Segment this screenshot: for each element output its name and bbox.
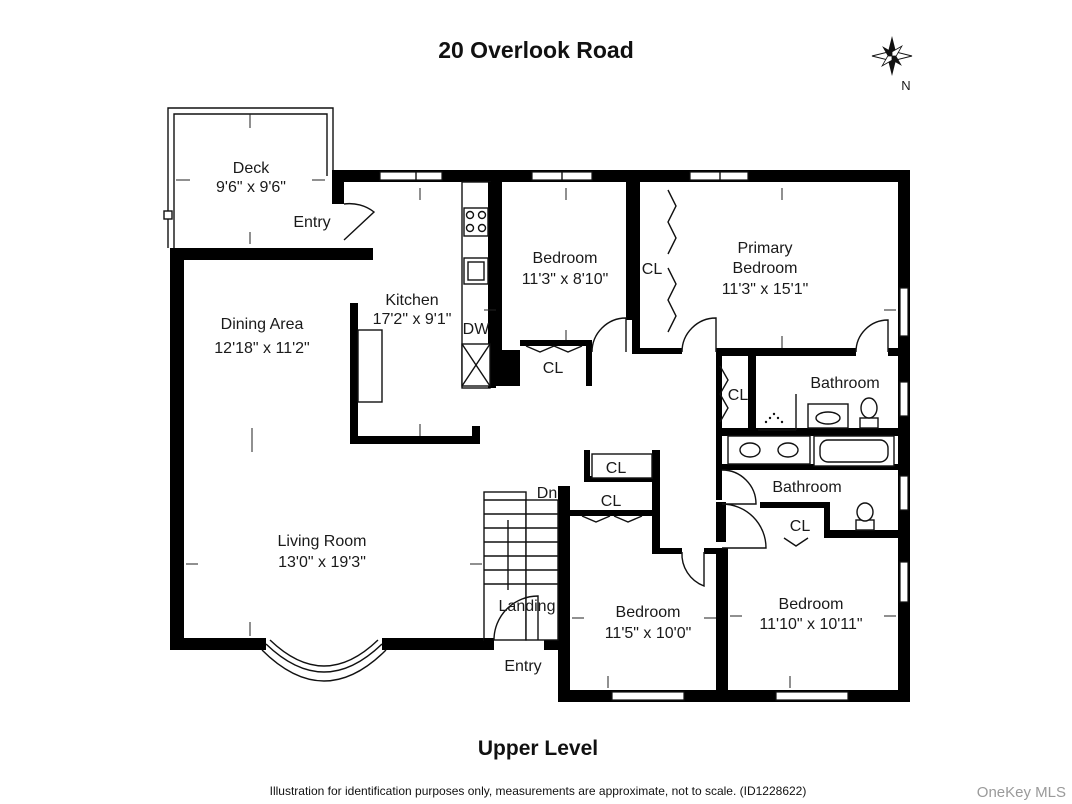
fixtures [357,207,895,531]
bathtub-icon [813,435,895,467]
plan-title: 20 Overlook Road [438,37,634,63]
doors [343,189,889,641]
bedroom2-size: 11'5" x 10'0" [605,625,692,642]
living-label: Living Room [278,533,367,550]
entry-bottom-label: Entry [504,658,541,675]
bedroom3-size: 11'10" x 10'11" [759,616,862,633]
living-size: 13'0" x 19'3" [278,554,366,571]
exterior-walls [170,170,910,702]
bedroom3-label: Bedroom [779,596,844,613]
bedroom2-closet-label: CL [601,493,622,510]
kitchen-label: Kitchen [385,292,438,309]
bedroom1-label: Bedroom [533,250,598,267]
deck-outline [163,107,334,248]
stairs-down-label: Dn [537,485,557,502]
kitchen-sink-icon [463,257,489,285]
compass-icon [871,36,913,76]
staircase [484,499,559,641]
stove-icon [463,207,489,237]
bedroom1-closet-label: CL [543,360,564,377]
kitchen-size: 17'2" x 9'1" [373,311,452,328]
bathroom1-label: Bathroom [810,375,879,392]
compass-north-label: N [901,78,910,93]
disclaimer-footer: Illustration for identification purposes… [270,784,807,798]
deck-label: Deck [233,160,270,177]
buffet-counter [357,329,383,403]
dining-label: Dining Area [221,316,304,333]
bathroom2-label: Bathroom [772,479,841,496]
refrigerator-icon [461,343,491,387]
bathroom2-closet-label: CL [790,518,811,535]
primary-label-line1: Primary [737,240,792,257]
landing-label: Landing [499,598,556,615]
dining-size: 12'18" x 11'2" [214,340,309,357]
toilet-icon [859,397,879,429]
primary-label-line2: Bedroom [733,260,798,277]
hall-closet2-box [591,453,653,479]
watermark: OneKey MLS [977,784,1066,801]
interior-walls [350,180,900,702]
primary-size: 11'3" x 15'1" [722,281,809,298]
windows [379,171,909,701]
shower-icon [758,394,797,431]
hall-closet-label: CL [728,387,749,404]
hall-closet2-label: CL [606,460,627,477]
bedroom1-size: 11'3" x 8'10" [522,271,609,288]
deck-size: 9'6" x 9'6" [216,179,286,196]
dishwasher-label: DW [463,321,491,338]
primary-closet-label: CL [642,261,663,278]
bedroom2-label: Bedroom [616,604,681,621]
toilet-icon [855,502,875,531]
bay-window [261,639,387,682]
dimension-ticks [186,188,896,688]
entry-top-label: Entry [293,214,330,231]
level-label: Upper Level [478,737,598,760]
bathroom-sink-icon [807,403,849,429]
double-vanity-icon [727,435,811,465]
